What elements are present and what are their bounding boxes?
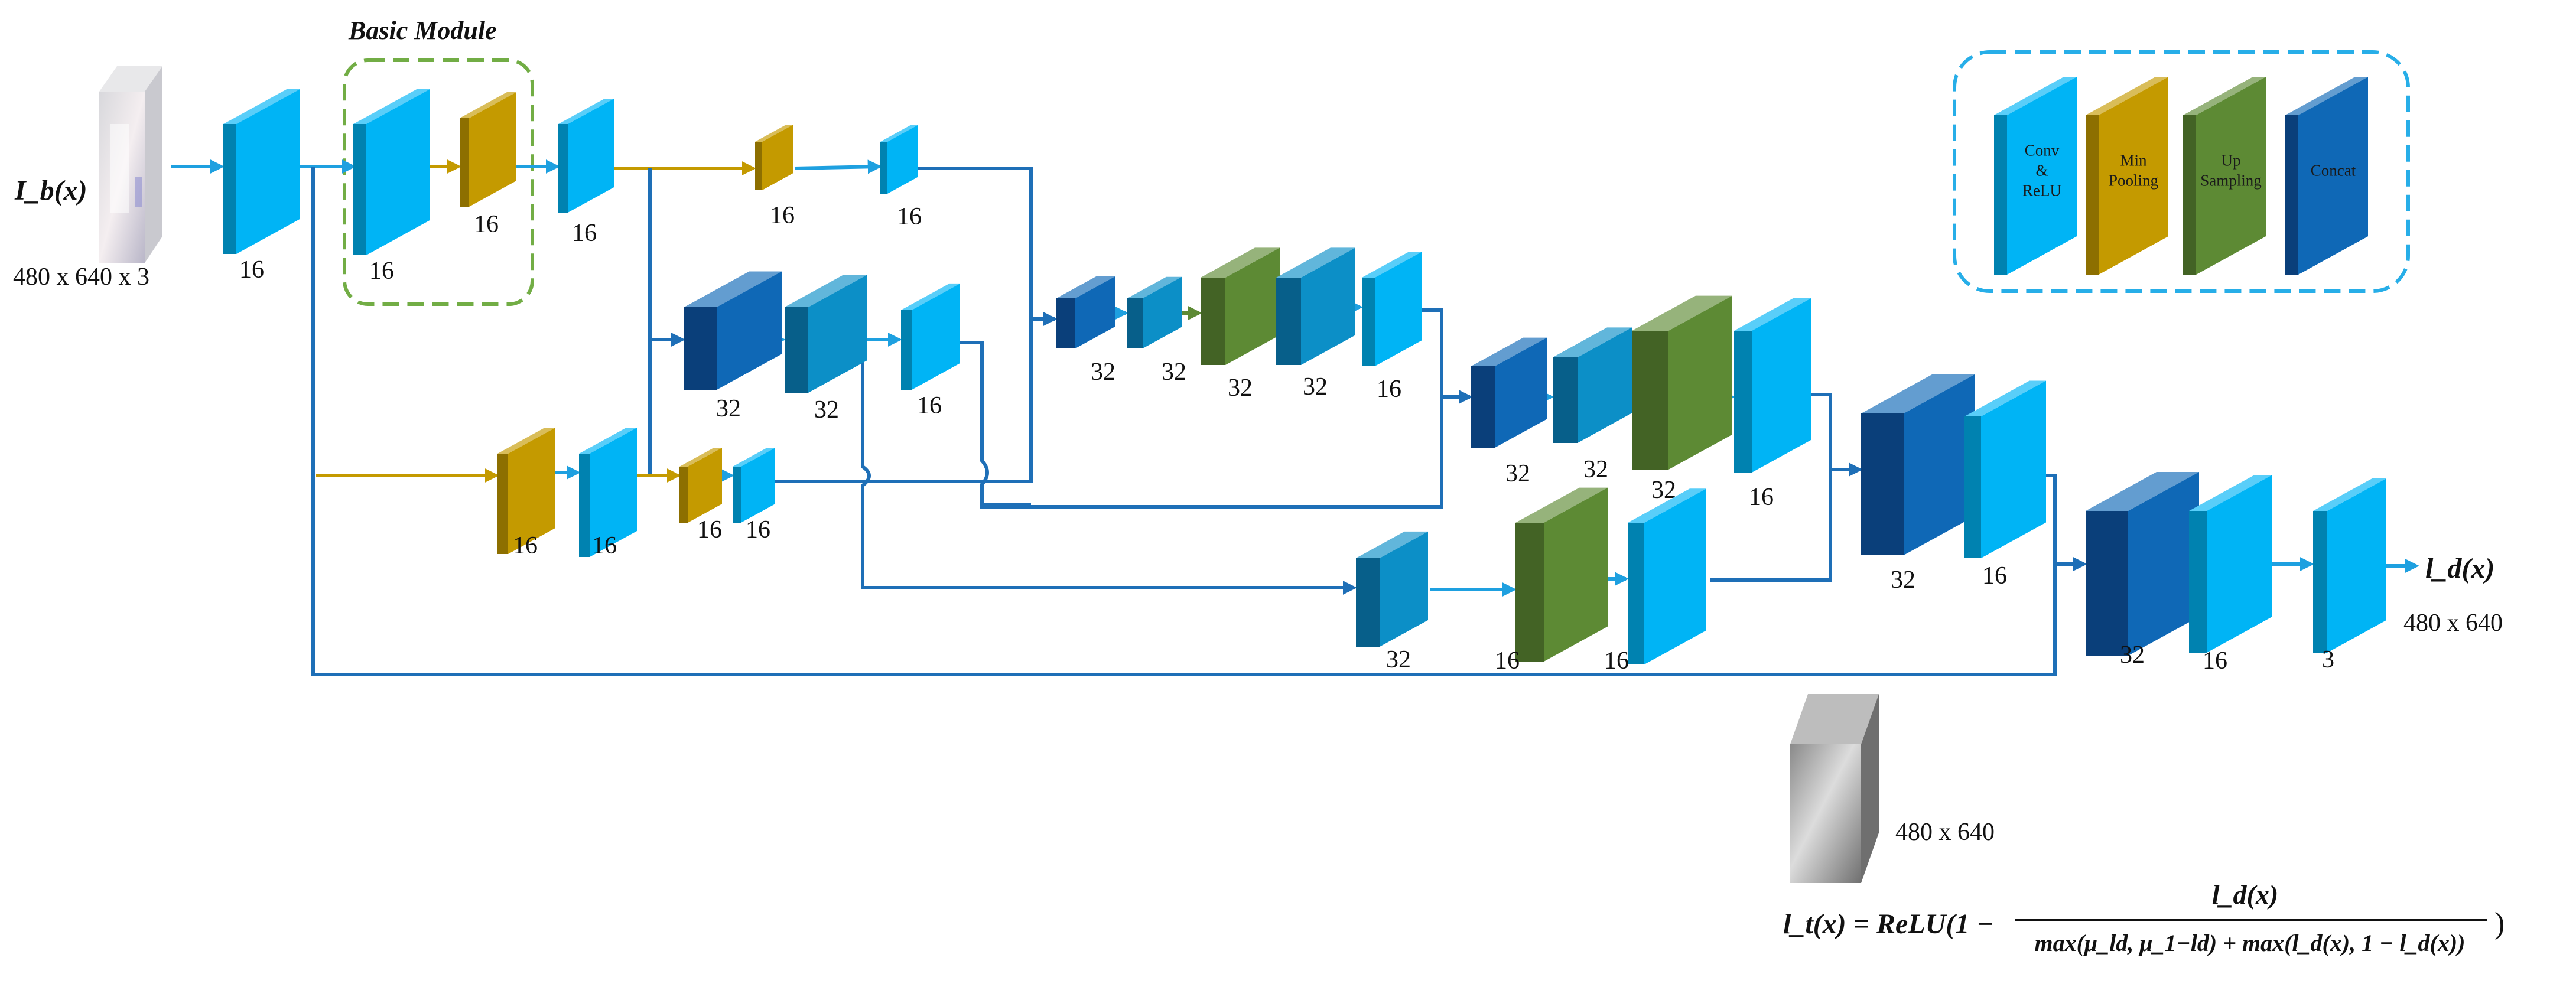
layer-block-b24 [1515, 487, 1608, 662]
formula-numerator: l_d(x) [2212, 879, 2278, 910]
legend-label-conv-0: Conv [2025, 142, 2060, 159]
depth-map-dims: 480 x 640 [1895, 819, 1995, 846]
layer-block-b26 [1861, 374, 1975, 555]
layer-block-b29 [2189, 475, 2272, 653]
layer-block-b2 [353, 89, 430, 255]
layer-label-b18: 16 [1377, 376, 1401, 403]
layer-label-b27: 16 [1982, 562, 2007, 589]
layer-label-b26: 32 [1891, 566, 1915, 594]
layer-label-b11: 16 [592, 532, 617, 559]
legend-label-conv-2: ReLU [2022, 182, 2061, 200]
layer-label-b4: 16 [572, 220, 597, 247]
layer-block-b28 [2086, 472, 2199, 656]
output-dims: 480 x 640 [2403, 610, 2503, 637]
connector-7 [768, 167, 1033, 483]
legend-item-concat: Concat [2285, 77, 2368, 275]
layer-block-b7 [684, 271, 782, 390]
connector-20 [980, 390, 1473, 509]
layer-label-b24: 16 [1495, 647, 1520, 675]
layer-block-b27 [1964, 380, 2046, 558]
basic-module-title: Basic Module [348, 16, 497, 45]
layer-label-b22: 16 [1749, 484, 1774, 511]
layer-block-b11 [579, 428, 637, 557]
layer-block-b23 [1356, 531, 1428, 647]
connections [171, 159, 2419, 676]
connector-19 [311, 167, 2087, 676]
connector-18 [861, 343, 1357, 595]
input-dims: 480 x 640 x 3 [13, 263, 149, 291]
layer-block-b8 [785, 275, 867, 393]
layer-block-b13 [733, 448, 775, 523]
legend-box [1953, 50, 2410, 293]
layer-block-b22 [1734, 298, 1811, 473]
layer-block-b16 [1201, 247, 1280, 365]
layer-label-b10: 16 [513, 532, 538, 559]
layer-block-b1 [223, 89, 300, 254]
layer-block-b10 [497, 428, 555, 554]
layer-block-b19 [1471, 337, 1547, 448]
layer-block-b3 [460, 92, 516, 207]
layer-block-b4 [558, 99, 614, 213]
formula-denominator: max(μ_ld, μ_1−ld) + max(l_d(x), 1 − l_d(… [2034, 930, 2465, 956]
legend-label-up-0: Up [2222, 152, 2241, 170]
depth-map-image [1790, 694, 1879, 883]
layer-block-b17 [1276, 247, 1355, 365]
layer-label-b16: 32 [1228, 374, 1253, 402]
layer-block-b12 [679, 448, 722, 523]
layer-label-b9: 16 [917, 392, 942, 419]
legend-label-conv-1: & [2035, 162, 2048, 180]
legend-label-pool-1: Pooling [2109, 172, 2158, 190]
layer-block-b25 [1628, 488, 1706, 664]
formula-lhs: l_t(x) = ReLU(1 − [1783, 908, 1993, 940]
output-label: l_d(x) [2425, 553, 2494, 584]
basic-module-box [343, 58, 534, 306]
layer-block-b15 [1127, 276, 1182, 348]
layer-blocks: 16 16 16 16 16 16 32 32 16 16 16 16 16 32 32 32 32 16 32 32… [223, 89, 2386, 675]
transmission-formula: l_t(x) = ReLU(1 − l_d(x) max(μ_ld, μ_1−l… [1783, 879, 2505, 956]
formula-close-paren: ) [2494, 907, 2505, 940]
layer-label-b29: 16 [2203, 647, 2227, 675]
layer-label-b25: 16 [1604, 647, 1629, 675]
legend-label-up-1: Sampling [2200, 172, 2262, 190]
legend-item-conv: Conv & ReLU [1994, 77, 2077, 275]
legend-label-concat-0: Concat [2311, 162, 2356, 180]
layer-block-b5 [755, 125, 793, 190]
connector-6 [794, 159, 882, 174]
input-label: I_b(x) [14, 175, 87, 206]
layer-label-b17: 32 [1303, 373, 1328, 400]
layer-block-b21 [1632, 295, 1732, 470]
layer-block-b20 [1553, 327, 1632, 443]
layer-label-b5: 16 [770, 202, 795, 229]
layer-label-b12: 16 [697, 516, 722, 543]
layer-label-b30: 3 [2322, 646, 2334, 673]
connector-16 [925, 341, 1031, 507]
layer-label-b3: 16 [474, 211, 499, 238]
layer-label-b8: 32 [814, 396, 839, 424]
layer-label-b14: 32 [1091, 359, 1115, 386]
layer-label-b2: 16 [369, 258, 394, 285]
legend-label-pool-0: Min [2120, 152, 2147, 170]
layer-label-b6: 16 [897, 203, 922, 230]
layer-block-b6 [880, 125, 918, 194]
layer-label-b28: 32 [2120, 641, 2145, 669]
layer-block-b30 [2313, 478, 2386, 653]
layer-block-b18 [1362, 252, 1422, 366]
layer-label-b19: 32 [1505, 460, 1530, 487]
layer-block-b9 [901, 283, 960, 390]
layer-label-b13: 16 [746, 516, 770, 543]
layer-label-b20: 32 [1583, 456, 1608, 483]
layer-block-b14 [1056, 276, 1115, 348]
layer-label-b1: 16 [239, 256, 264, 284]
layer-label-b23: 32 [1386, 646, 1411, 673]
layer-label-b15: 32 [1162, 359, 1186, 386]
layer-label-b7: 32 [716, 395, 741, 422]
input-image [99, 66, 162, 263]
